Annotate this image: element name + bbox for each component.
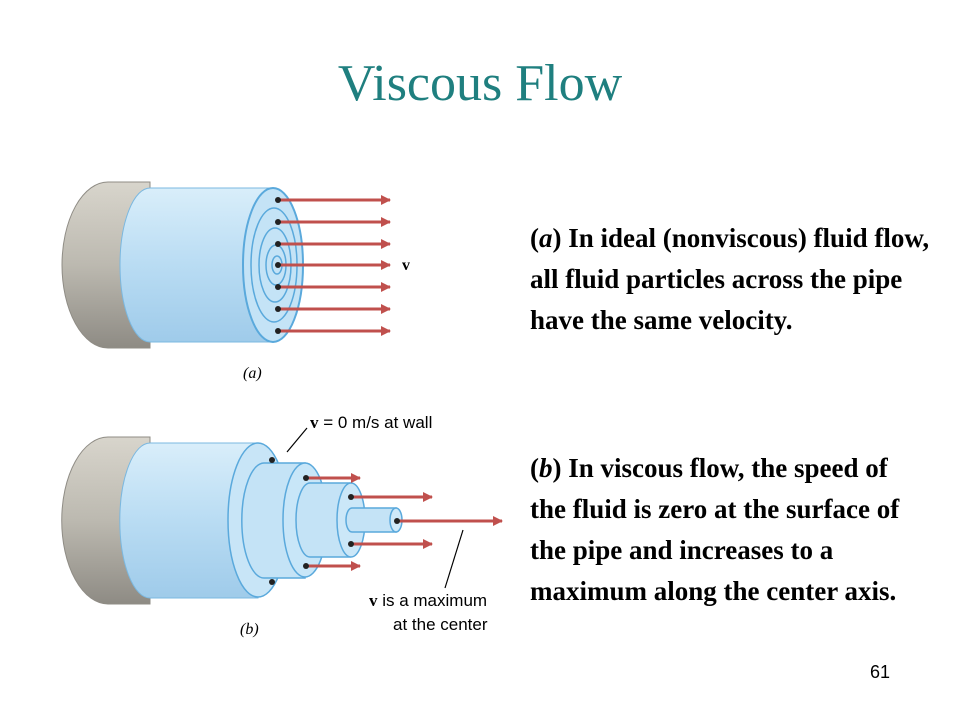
caption-a: (a) <box>243 365 262 382</box>
max-label-leader <box>444 529 464 589</box>
wall-label-leader <box>286 427 308 453</box>
description-b-body: In viscous flow, the speed of the fluid … <box>530 453 900 606</box>
slide-title: Viscous Flow <box>337 55 623 112</box>
pipe-b-body <box>119 442 259 599</box>
figure-b: v = 0 m/s at wall v is a maximum at the … <box>61 413 503 638</box>
letter-b: b <box>539 453 553 483</box>
flow-layer-b3 <box>345 507 397 533</box>
wall-label: v = 0 m/s at wall <box>310 413 432 432</box>
figure-a: v (a) <box>61 181 410 382</box>
description-a-body: In ideal (nonviscous) fluid flow, all fl… <box>530 223 930 335</box>
description-a: (a) In ideal (nonviscous) fluid flow, al… <box>530 223 930 335</box>
velocity-arrows-a <box>278 195 391 336</box>
letter-a: a <box>539 223 553 253</box>
velocity-arrows-b <box>306 473 503 571</box>
velocity-label-a: v <box>402 257 410 274</box>
page-number: 61 <box>870 662 891 682</box>
particle-dots-a <box>275 197 281 334</box>
pipe-a-body <box>119 187 273 343</box>
max-label-line1: v is a maximum <box>369 591 487 610</box>
caption-b: (b) <box>240 621 259 638</box>
particle-dots-b <box>269 457 400 585</box>
max-label-line2: at the center <box>393 615 488 634</box>
description-b: (b) In viscous flow, the speed of the fl… <box>530 453 900 606</box>
flow-layer-b2 <box>295 482 351 558</box>
